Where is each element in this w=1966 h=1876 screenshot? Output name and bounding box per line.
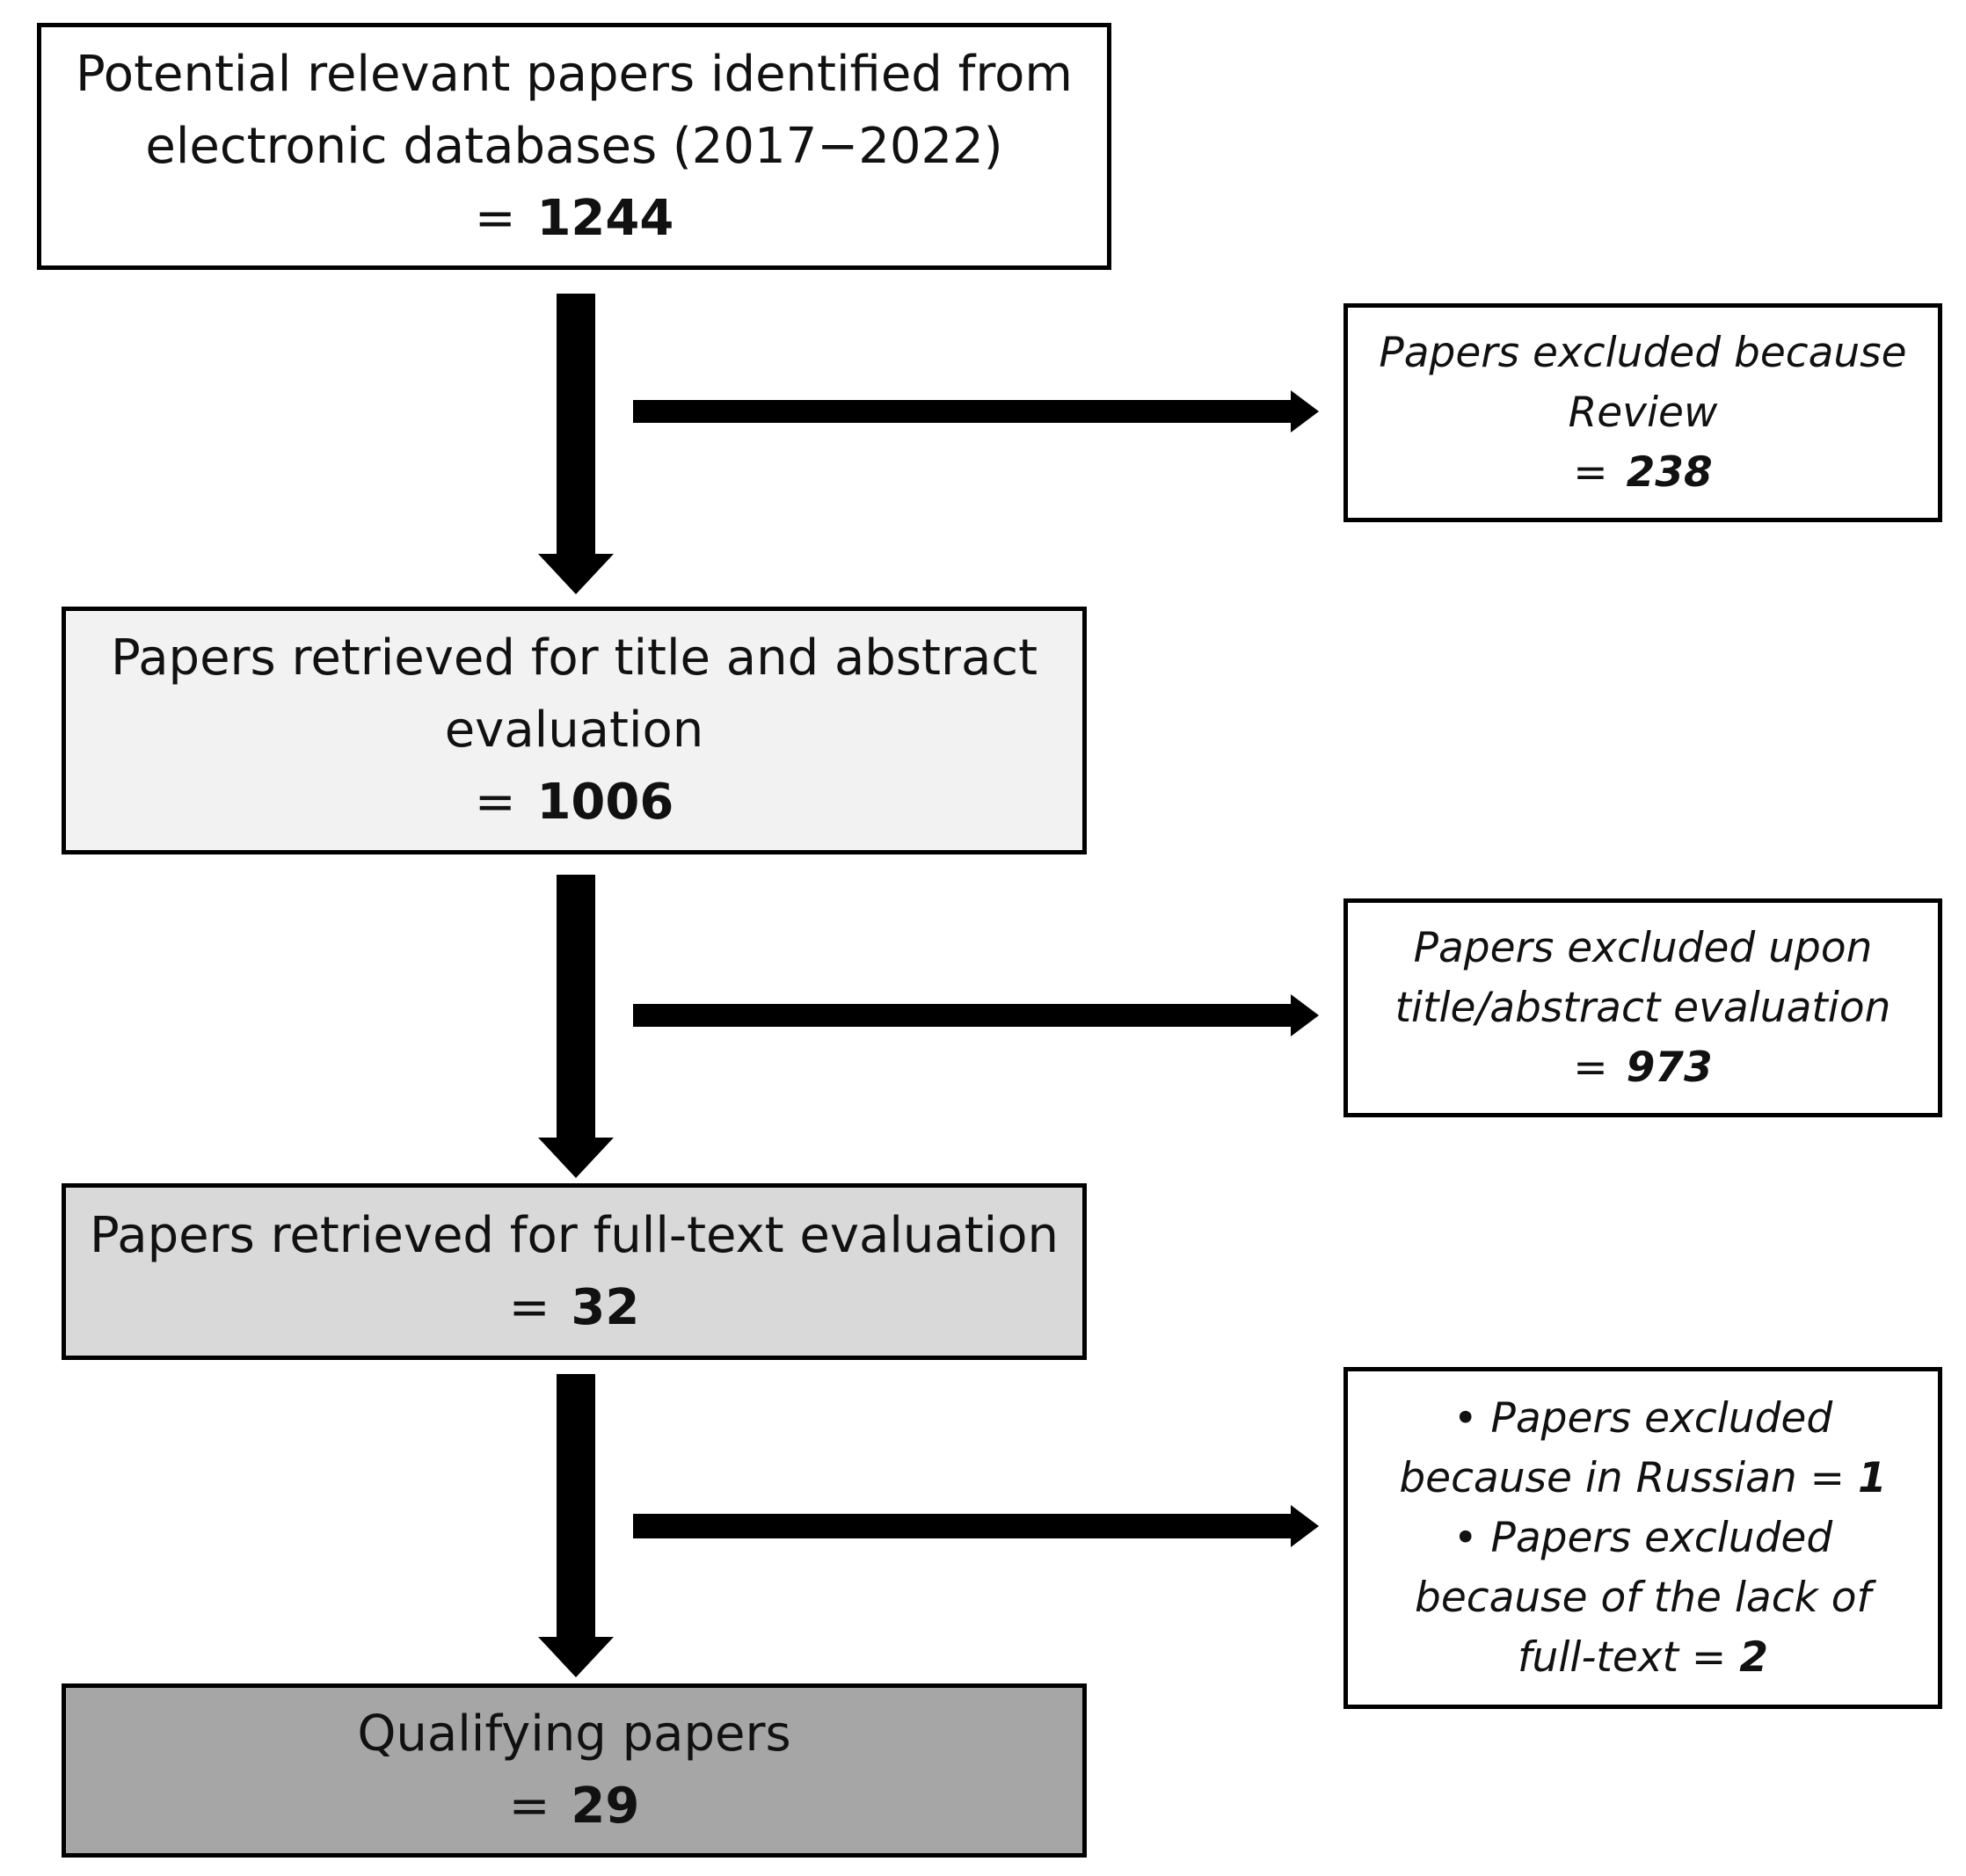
excluded-title-abstract-box: Papers excluded upon title/abstract eval… <box>1343 898 1942 1117</box>
identified-line2: electronic databases (2017−2022) <box>145 117 1003 175</box>
identified-count: 1244 <box>536 189 674 247</box>
excluded-lack-line1: • Papers excluded <box>1453 1509 1832 1568</box>
excluded-russian-line2: because in Russian = 1 <box>1399 1449 1886 1509</box>
down-arrow-1 <box>538 294 614 594</box>
excluded-russian-count: 1 <box>1857 1453 1887 1502</box>
right-arrow-3 <box>633 1505 1319 1547</box>
right-arrow-1 <box>633 390 1319 433</box>
excluded-review-line1: Papers excluded because <box>1379 328 1907 377</box>
excluded-lack-line2: because of the lack of <box>1415 1573 1871 1622</box>
title-abstract-line1: Papers retrieved for title and abstract <box>110 629 1038 687</box>
bullet-icon: • <box>1453 1513 1478 1562</box>
bullet-icon: • <box>1453 1393 1478 1443</box>
full-text-count: 32 <box>571 1278 640 1336</box>
right-arrow-2 <box>633 994 1319 1036</box>
excluded-title-abstract-line2: title/abstract evaluation <box>1394 983 1891 1032</box>
excluded-russian-text2: because in Russian = <box>1399 1453 1846 1502</box>
equals-sign: = <box>474 774 516 831</box>
identified-count-row: = 1244 <box>475 183 674 255</box>
down-arrow-3 <box>538 1374 614 1677</box>
equals-sign: = <box>1573 447 1608 497</box>
qualifying-line1: Qualifying papers <box>357 1705 791 1763</box>
excluded-lack-count: 2 <box>1739 1632 1768 1682</box>
excluded-russian-line1: • Papers excluded <box>1453 1389 1832 1449</box>
excluded-review-count-row: = 238 <box>1573 443 1712 503</box>
title-abstract-line2: evaluation <box>444 702 704 759</box>
qualifying-count: 29 <box>571 1778 640 1835</box>
excluded-title-abstract-line1: Papers excluded upon <box>1413 923 1873 972</box>
equals-sign: = <box>508 1278 550 1336</box>
qualifying-papers-box: Qualifying papers = 29 <box>62 1683 1087 1858</box>
excluded-title-abstract-count-row: = 973 <box>1573 1038 1712 1098</box>
excluded-title-abstract-count: 973 <box>1626 1043 1713 1092</box>
excluded-review-box: Papers excluded because Review = 238 <box>1343 303 1942 522</box>
excluded-review-line2: Review <box>1568 388 1718 437</box>
identified-line1: Potential relevant papers identified fro… <box>76 45 1073 103</box>
full-text-box: Papers retrieved for full-text evaluatio… <box>62 1183 1087 1360</box>
excluded-russian-text1: Papers excluded <box>1490 1393 1833 1443</box>
excluded-lack-text1: Papers excluded <box>1490 1513 1833 1562</box>
full-text-count-row: = 32 <box>509 1272 640 1344</box>
equals-sign: = <box>474 189 516 247</box>
equals-sign: = <box>1573 1043 1608 1092</box>
title-abstract-count-row: = 1006 <box>475 767 674 839</box>
full-text-line1: Papers retrieved for full-text evaluatio… <box>90 1206 1059 1264</box>
equals-sign: = <box>508 1778 550 1835</box>
title-abstract-count: 1006 <box>536 774 674 831</box>
qualifying-count-row: = 29 <box>509 1771 640 1843</box>
identified-papers-box: Potential relevant papers identified fro… <box>37 23 1111 270</box>
excluded-full-text-box: • Papers excluded because in Russian = 1… <box>1343 1367 1942 1709</box>
excluded-lack-text3: full-text = <box>1518 1632 1727 1682</box>
excluded-lack-line3: full-text = 2 <box>1518 1628 1768 1688</box>
excluded-review-count: 238 <box>1626 447 1713 497</box>
down-arrow-2 <box>538 875 614 1178</box>
title-abstract-box: Papers retrieved for title and abstract … <box>62 607 1087 854</box>
